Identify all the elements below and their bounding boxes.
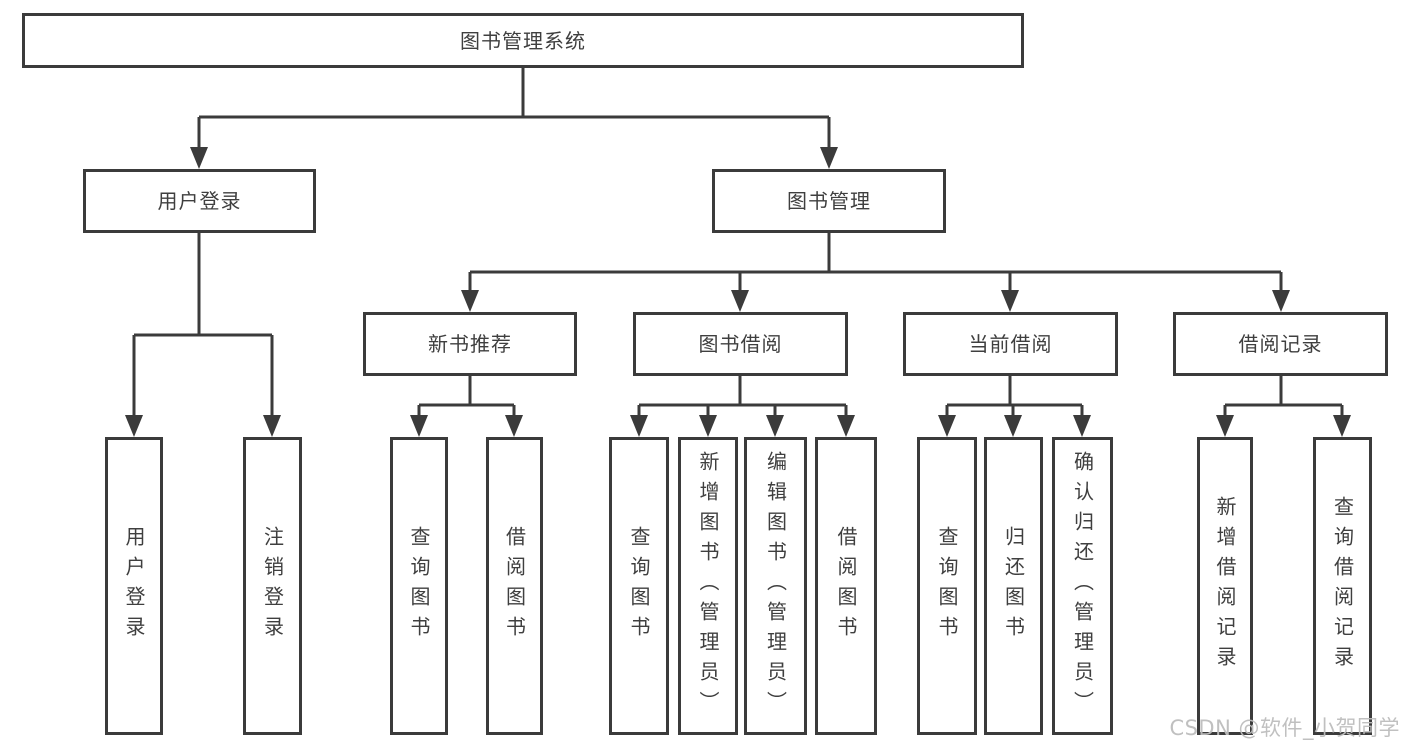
node-cb-query-books: 查询图书 [917,437,977,735]
csdn-watermark: CSDN @软件_小贺同学 [1169,716,1400,740]
node-br-add-borrow-record: 新增借阅记录 [1197,437,1253,735]
arrowhead-icons [125,147,1351,437]
node-br-add-borrow-record-label: 新增借阅记录 [1213,496,1237,676]
node-new-book-recommendation: 新书推荐 [363,312,577,376]
node-book-borrowing-label: 图书借阅 [698,332,783,356]
node-borrowing-records: 借阅记录 [1173,312,1388,376]
node-book-borrowing: 图书借阅 [633,312,848,376]
node-book-management: 图书管理 [712,169,946,233]
node-bb-query-books: 查询图书 [609,437,669,735]
node-br-query-borrow-record: 查询借阅记录 [1313,437,1372,735]
node-user-login-action: 用户登录 [105,437,163,735]
connector-lines [132,68,1344,415]
node-bb-borrow-books-label: 借阅图书 [834,526,858,646]
node-user-login-action-label: 用户登录 [122,526,146,646]
node-cb-query-books-label: 查询图书 [935,526,959,646]
node-current-borrowing-label: 当前借阅 [968,332,1053,356]
node-br-query-borrow-record-label: 查询借阅记录 [1330,496,1355,676]
node-bb-add-books-admin: 新增图书（管理员） [678,437,738,735]
node-user-login-label: 用户登录 [157,189,242,213]
node-book-management-label: 图书管理 [787,189,871,213]
node-current-borrowing: 当前借阅 [903,312,1118,376]
node-borrowing-records-label: 借阅记录 [1238,332,1323,356]
node-bb-edit-books-admin: 编辑图书（管理员） [744,437,807,735]
node-bb-add-books-admin-label: 新增图书（管理员） [696,451,720,721]
node-bb-query-books-label: 查询图书 [627,526,651,646]
node-root: 图书管理系统 [22,13,1024,68]
node-new-book-recommendation-label: 新书推荐 [428,332,512,356]
node-user-login: 用户登录 [83,169,316,233]
node-root-label: 图书管理系统 [460,28,586,53]
node-nbr-borrow-books-label: 借阅图书 [502,526,527,646]
node-nbr-query-books: 查询图书 [390,437,448,735]
node-bb-edit-books-admin-label: 编辑图书（管理员） [763,451,788,721]
node-nbr-query-books-label: 查询图书 [407,526,431,646]
node-bb-borrow-books: 借阅图书 [815,437,877,735]
node-logout-action: 注销登录 [243,437,302,735]
node-nbr-borrow-books: 借阅图书 [486,437,543,735]
node-logout-action-label: 注销登录 [260,526,285,646]
node-cb-confirm-return-admin: 确认归还（管理员） [1052,437,1113,735]
node-cb-return-books: 归还图书 [984,437,1043,735]
node-cb-confirm-return-admin-label: 确认归还（管理员） [1070,451,1095,721]
node-cb-return-books-label: 归还图书 [1001,526,1026,646]
